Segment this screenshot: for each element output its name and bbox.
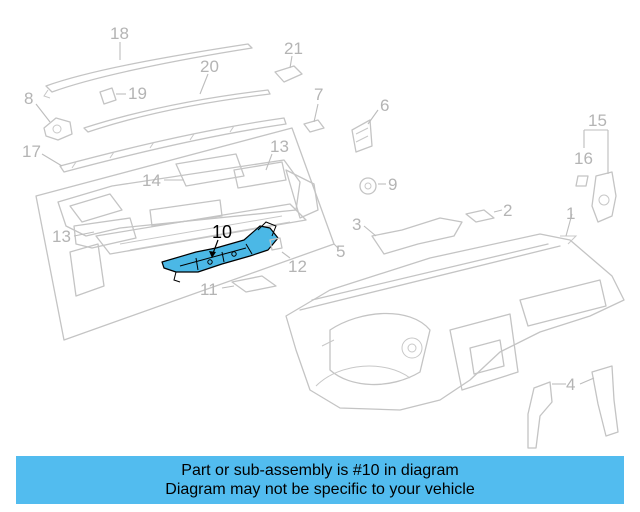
callout-2: 2 <box>503 201 512 220</box>
part-18-defroster-strip: 18 <box>43 24 253 99</box>
part-3-bracket: 3 <box>352 215 463 255</box>
part-4-vent-ducts: 4 <box>527 365 619 449</box>
callout-9: 9 <box>388 175 397 194</box>
callout-13-lower: 13 <box>52 227 71 246</box>
banner-line-1: Part or sub-assembly is #10 in diagram <box>181 462 459 479</box>
callout-13-upper-group: 13 <box>265 137 289 171</box>
callout-7: 7 <box>314 85 323 104</box>
part-19-clip: 19 <box>99 84 147 105</box>
part-20-strip: 20 <box>83 57 271 133</box>
callout-4: 4 <box>566 375 575 394</box>
callout-13-upper: 13 <box>270 137 289 156</box>
part-21-clip: 21 <box>274 39 303 83</box>
callout-18: 18 <box>110 24 129 43</box>
callout-3: 3 <box>352 215 361 234</box>
callout-20: 20 <box>200 57 219 76</box>
callout-5: 5 <box>336 242 345 261</box>
callout-14-group: 14 <box>142 171 184 190</box>
part-10-bracket-highlighted: 10 <box>161 221 279 283</box>
part-2-clip: 2 <box>465 201 512 223</box>
callout-17: 17 <box>22 142 41 161</box>
part-12-bolt: 12 <box>269 237 307 276</box>
part-11-bracket: 11 <box>200 275 277 299</box>
info-banner: Part or sub-assembly is #10 in diagram D… <box>16 456 624 504</box>
part-7-bracket: 7 <box>303 85 325 133</box>
part-1-instrument-panel: 1 <box>285 204 625 411</box>
callout-11: 11 <box>200 280 218 299</box>
callout-16: 16 <box>574 149 593 168</box>
part-6-bracket: 6 <box>351 96 389 153</box>
parts-diagram: 18 21 20 19 8 17 7 <box>22 24 625 449</box>
callout-15: 15 <box>588 111 607 130</box>
callout-10: 10 <box>212 222 232 242</box>
callout-13-lower-group: 13 <box>52 227 95 246</box>
banner-line-2: Diagram may not be specific to your vehi… <box>165 481 475 498</box>
callout-1: 1 <box>566 204 575 223</box>
callout-14: 14 <box>142 171 161 190</box>
part-17-trim: 17 <box>22 117 287 173</box>
callout-8: 8 <box>24 89 33 108</box>
callout-21: 21 <box>284 39 303 58</box>
part-8-sensor: 8 <box>24 89 73 141</box>
part-9-grommet: 9 <box>359 175 397 195</box>
part-15-16-side-cover: 15 16 <box>574 111 617 223</box>
callout-19: 19 <box>128 84 147 103</box>
callout-12: 12 <box>288 257 307 276</box>
callout-6: 6 <box>380 96 389 115</box>
